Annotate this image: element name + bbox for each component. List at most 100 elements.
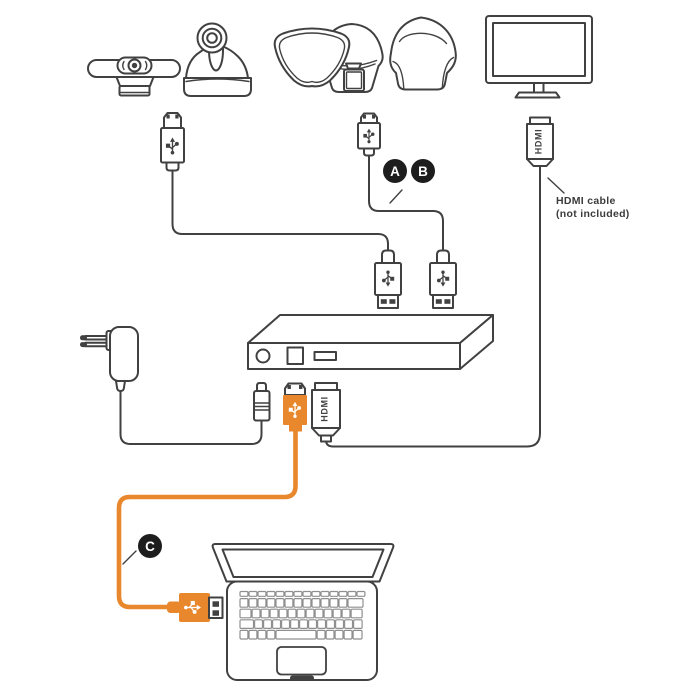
laptop-usb-cable bbox=[116, 427, 298, 610]
laptop-key bbox=[305, 608, 315, 619]
webcam-usb-connector-icon bbox=[160, 112, 185, 172]
laptop-key bbox=[350, 608, 363, 619]
laptop-key bbox=[329, 590, 339, 597]
note-line2: (not included) bbox=[556, 208, 630, 220]
hub-power-port bbox=[255, 348, 271, 364]
laptop-key bbox=[266, 590, 276, 597]
hdmi-cable-note: HDMI cable (not included) bbox=[547, 177, 630, 220]
laptop-keyboard bbox=[239, 590, 366, 640]
badge-b: B bbox=[411, 159, 435, 183]
laptop-key bbox=[299, 619, 309, 629]
laptop-key bbox=[281, 619, 291, 629]
laptop-key bbox=[272, 619, 282, 629]
laptop-key bbox=[344, 619, 354, 629]
speakerphone-usb-cable bbox=[368, 154, 444, 252]
laptop-key bbox=[275, 597, 285, 608]
speakerphone-top-icon bbox=[273, 27, 351, 88]
laptop-icon bbox=[211, 543, 395, 681]
power-adapter-icon bbox=[80, 326, 139, 392]
usb-a-connector-right-icon bbox=[429, 249, 457, 309]
badge-c-letter: C bbox=[145, 539, 155, 554]
laptop-key bbox=[320, 590, 330, 597]
laptop-key bbox=[316, 629, 326, 640]
hdmi-cable bbox=[325, 165, 541, 448]
power-cable bbox=[119, 389, 263, 445]
tv-display-icon bbox=[485, 15, 593, 99]
badge-b-letter: B bbox=[418, 164, 428, 179]
hub-hdmi-label: HDMI bbox=[320, 396, 330, 421]
laptop-key bbox=[314, 608, 324, 619]
laptop-key bbox=[239, 590, 249, 597]
laptop-key bbox=[325, 629, 335, 640]
laptop-key bbox=[260, 608, 270, 619]
ptz-camera-icon bbox=[183, 22, 252, 97]
laptop-key bbox=[284, 590, 294, 597]
laptop-key bbox=[248, 597, 258, 608]
laptop-key bbox=[239, 608, 252, 619]
laptop-key bbox=[293, 597, 303, 608]
laptop-key bbox=[293, 590, 303, 597]
laptop-key bbox=[296, 608, 306, 619]
laptop-key bbox=[239, 629, 249, 640]
laptop-key bbox=[338, 597, 348, 608]
laptop-key bbox=[347, 597, 364, 608]
speakerphone-usb-connector-icon bbox=[357, 112, 381, 157]
hub-device-icon bbox=[247, 314, 494, 370]
note-pointer-line bbox=[547, 177, 565, 194]
laptop-key bbox=[257, 590, 267, 597]
laptop-key bbox=[278, 608, 288, 619]
hub-hdmi-port bbox=[313, 351, 337, 361]
laptop-key bbox=[320, 597, 330, 608]
badge-c-pointer-line bbox=[122, 550, 137, 565]
hub-hdmi-connector-icon: HDMI bbox=[311, 382, 341, 443]
laptop-key bbox=[311, 597, 321, 608]
laptop-key bbox=[302, 597, 312, 608]
note-line1: HDMI cable bbox=[556, 195, 616, 207]
laptop-key bbox=[239, 597, 249, 608]
speakerphone-rear-icon bbox=[389, 16, 457, 91]
laptop-hinge-notch bbox=[290, 675, 314, 681]
laptop-key bbox=[335, 619, 345, 629]
laptop-trackpad bbox=[276, 646, 327, 676]
laptop-key bbox=[248, 590, 258, 597]
laptop-key bbox=[334, 629, 344, 640]
laptop-key bbox=[257, 597, 267, 608]
laptop-key bbox=[341, 608, 351, 619]
laptop-key bbox=[266, 597, 276, 608]
badge-ab-pointer-line bbox=[389, 189, 403, 204]
laptop-key bbox=[254, 619, 264, 629]
badge-c: C bbox=[138, 534, 162, 558]
badge-a: A bbox=[383, 159, 407, 183]
tv-hdmi-label: HDMI bbox=[534, 129, 544, 154]
barrel-power-connector-icon bbox=[253, 382, 271, 422]
webcam-usb-cable bbox=[171, 169, 389, 252]
laptop-key bbox=[248, 629, 258, 640]
laptop-key bbox=[287, 608, 297, 619]
laptop-key bbox=[290, 619, 300, 629]
laptop-key bbox=[251, 608, 261, 619]
laptop-key bbox=[257, 629, 267, 640]
laptop-key bbox=[343, 629, 353, 640]
laptop-key bbox=[311, 590, 321, 597]
laptop-key bbox=[347, 590, 357, 597]
conference-bar-camera-icon bbox=[87, 56, 181, 97]
laptop-key bbox=[353, 619, 363, 629]
laptop-key bbox=[323, 608, 333, 619]
laptop-key bbox=[338, 590, 348, 597]
laptop-key bbox=[326, 619, 336, 629]
usb-a-connector-left-icon bbox=[374, 249, 402, 309]
laptop-key bbox=[263, 619, 273, 629]
hub-usb-port bbox=[286, 346, 304, 365]
laptop-key bbox=[284, 597, 294, 608]
laptop-usb-connector-icon bbox=[167, 593, 224, 622]
laptop-key bbox=[352, 629, 363, 640]
laptop-key bbox=[317, 619, 327, 629]
speakerphone-group-icon bbox=[273, 16, 457, 93]
laptop-key bbox=[308, 619, 318, 629]
laptop-key bbox=[356, 590, 366, 597]
laptop-key bbox=[269, 608, 279, 619]
badge-a-letter: A bbox=[390, 164, 400, 179]
laptop-key bbox=[239, 619, 255, 629]
laptop-key bbox=[332, 608, 342, 619]
